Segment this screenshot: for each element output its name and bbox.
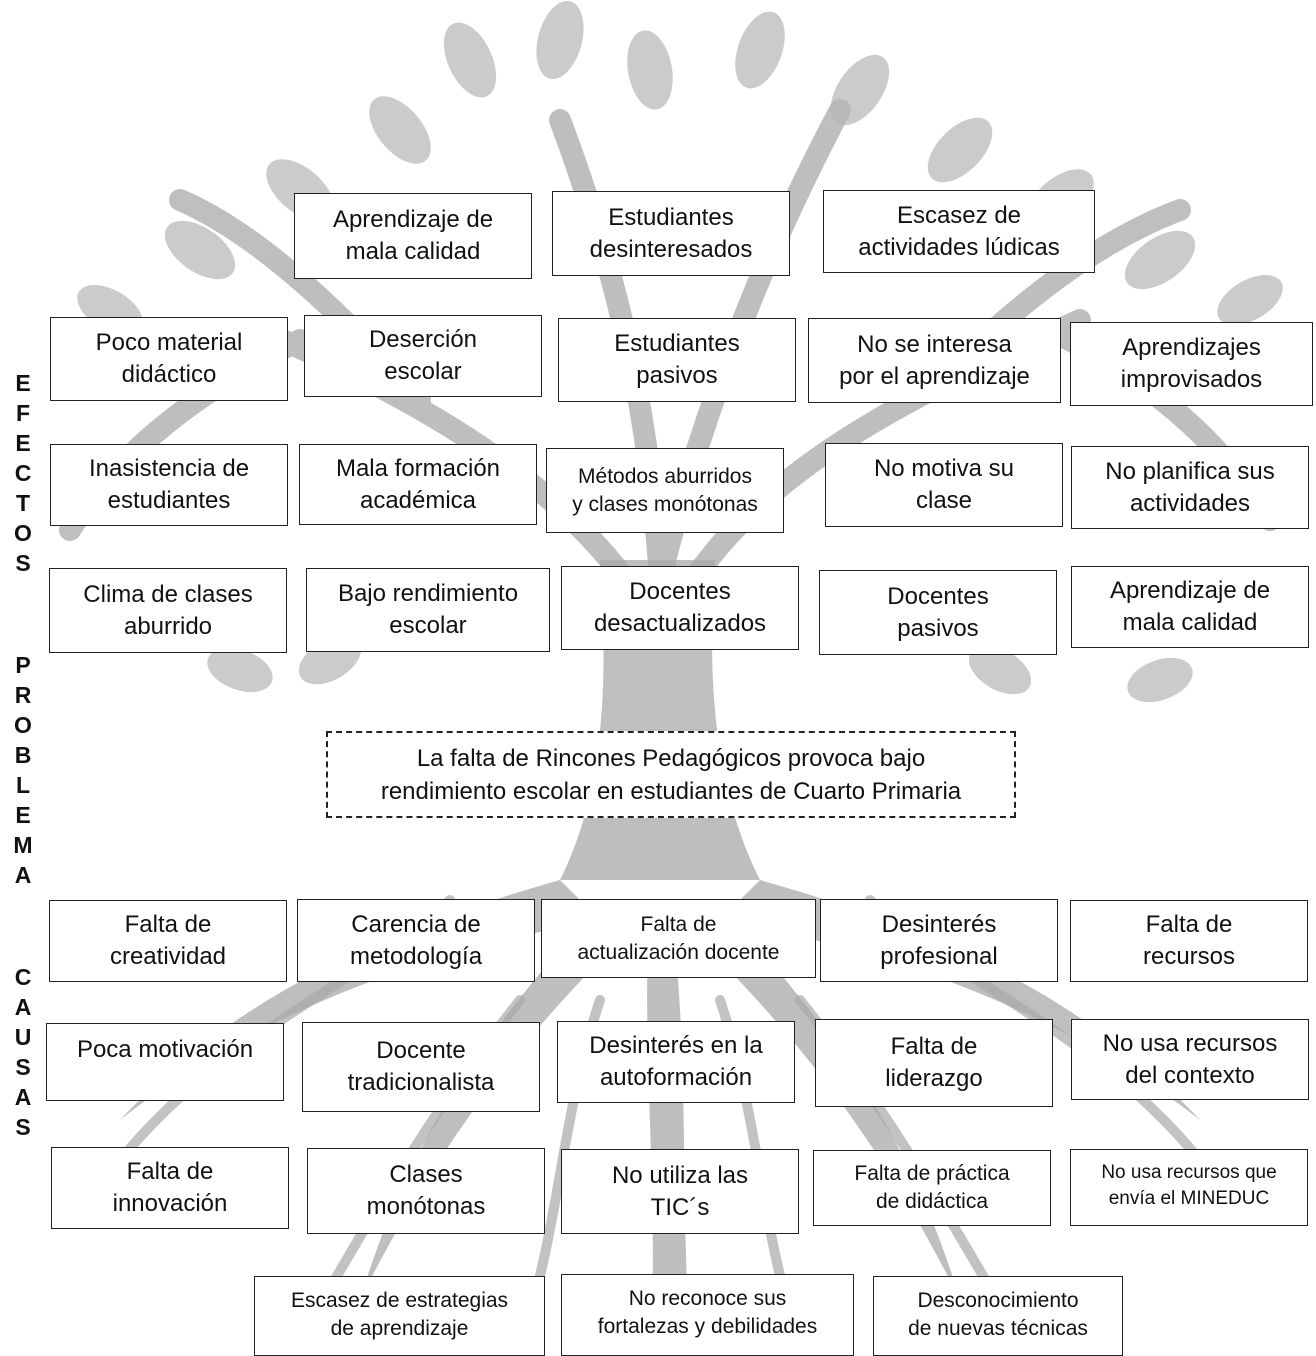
effect-box: No planifica sus actividades [1071, 446, 1309, 529]
effect-box: No se interesa por el aprendizaje [808, 318, 1061, 403]
cause-box: No utiliza las TIC´s [561, 1149, 799, 1234]
effect-box: Métodos aburridos y clases monótonas [546, 448, 784, 533]
cause-box: Desconocimiento de nuevas técnicas [873, 1276, 1123, 1356]
effect-box: Deserción escolar [304, 315, 542, 397]
effect-box: Mala formación académica [299, 444, 537, 525]
cause-box: Desinterés profesional [820, 899, 1058, 982]
effect-box: Clima de clases aburrido [49, 568, 287, 653]
effect-box: No motiva su clase [825, 443, 1063, 527]
cause-box: Escasez de estrategias de aprendizaje [254, 1276, 545, 1356]
side-label-effects: E F E C T O S [14, 370, 32, 576]
cause-box: Desinterés en la autoformación [557, 1021, 795, 1103]
cause-box: Falta de práctica de didáctica [813, 1150, 1051, 1226]
cause-box: Falta de actualización docente [541, 899, 816, 978]
effect-box: Inasistencia de estudiantes [50, 444, 288, 526]
cause-box: Clases monótonas [307, 1148, 545, 1234]
effect-box: Aprendizaje de mala calidad [294, 193, 532, 279]
cause-box: Poca motivación [46, 1023, 284, 1101]
effect-box: Bajo rendimiento escolar [306, 568, 550, 652]
effect-box: Aprendizajes improvisados [1070, 322, 1313, 406]
cause-box: Docente tradicionalista [302, 1022, 540, 1112]
effect-box: Poco material didáctico [50, 317, 288, 401]
cause-box: Falta de innovación [51, 1147, 289, 1229]
cause-box: Falta de recursos [1070, 900, 1308, 982]
effect-box: Estudiantes desinteresados [552, 191, 790, 276]
cause-box: Carencia de metodología [297, 899, 535, 982]
cause-box: Falta de creatividad [49, 900, 287, 982]
effect-box: Escasez de actividades lúdicas [823, 190, 1095, 273]
cause-box: Falta de liderazgo [815, 1019, 1053, 1107]
cause-box: No usa recursos del contexto [1071, 1019, 1309, 1100]
effect-box: Aprendizaje de mala calidad [1071, 566, 1309, 648]
effect-box: Docentes desactualizados [561, 566, 799, 650]
central-problem: La falta de Rincones Pedagógicos provoca… [326, 731, 1016, 818]
cause-box: No reconoce sus fortalezas y debilidades [561, 1274, 854, 1356]
cause-box: No usa recursos que envía el MINEDUC [1070, 1149, 1308, 1226]
effect-box: Docentes pasivos [819, 570, 1057, 655]
side-label-causes: C A U S A S [14, 964, 32, 1140]
side-label-problem: P R O B L E M A [13, 652, 33, 888]
effect-box: Estudiantes pasivos [558, 318, 796, 402]
